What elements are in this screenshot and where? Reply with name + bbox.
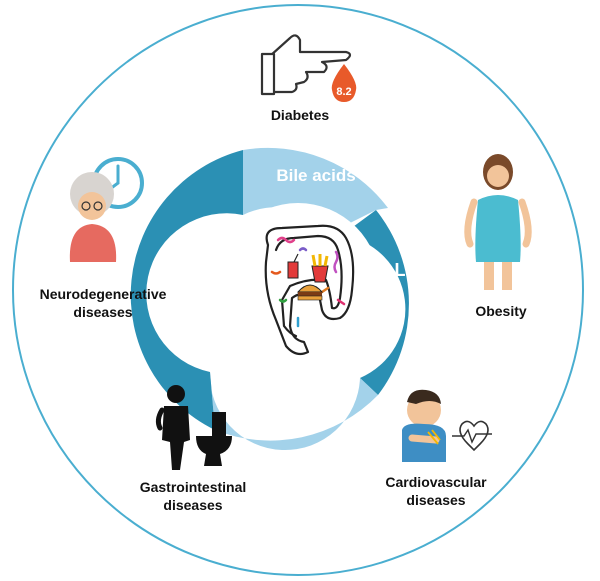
factor-lps: LPS: [394, 260, 429, 280]
label-obesity: Obesity: [475, 303, 527, 319]
factor-scfas: SCFAs: [275, 374, 330, 393]
glucose-reading: 8.2: [336, 86, 351, 98]
label-gastrointestinal-line1: Gastrointestinal: [140, 479, 247, 495]
segment-right-lps: [342, 210, 409, 395]
stomach-ache-person-icon: [155, 385, 190, 470]
toilet-icon: [196, 412, 232, 466]
factor-bile-acids: Bile acids: [276, 166, 355, 185]
label-cardiovascular-line1: Cardiovascular: [385, 474, 487, 490]
obese-woman-icon: [464, 154, 532, 290]
label-gastrointestinal-line2: diseases: [163, 497, 222, 513]
bacteria-icon: [270, 236, 346, 328]
segment-bottom-scfas: [209, 372, 378, 451]
segment-top-bile-acids: [243, 147, 388, 232]
factor-tmao: TMAO: [176, 260, 229, 280]
heartbeat-icon: [452, 420, 492, 452]
cardiac-patient-icon: [402, 389, 446, 462]
blood-drop-icon: 8.2: [331, 64, 357, 102]
label-neurodegenerative-line2: diseases: [73, 304, 132, 320]
inner-disk: [216, 203, 380, 367]
pointing-hand-icon: [260, 34, 352, 96]
center-ring: [130, 147, 409, 451]
label-diabetes: Diabetes: [271, 107, 330, 123]
elderly-woman-icon: [69, 172, 117, 262]
segment-left-tmao: [130, 150, 243, 430]
junk-food-icon: [287, 253, 329, 301]
label-neurodegenerative-line1: Neurodegenerative: [40, 286, 167, 302]
label-cardiovascular-line2: diseases: [406, 492, 465, 508]
intestine-icon: [264, 224, 355, 356]
